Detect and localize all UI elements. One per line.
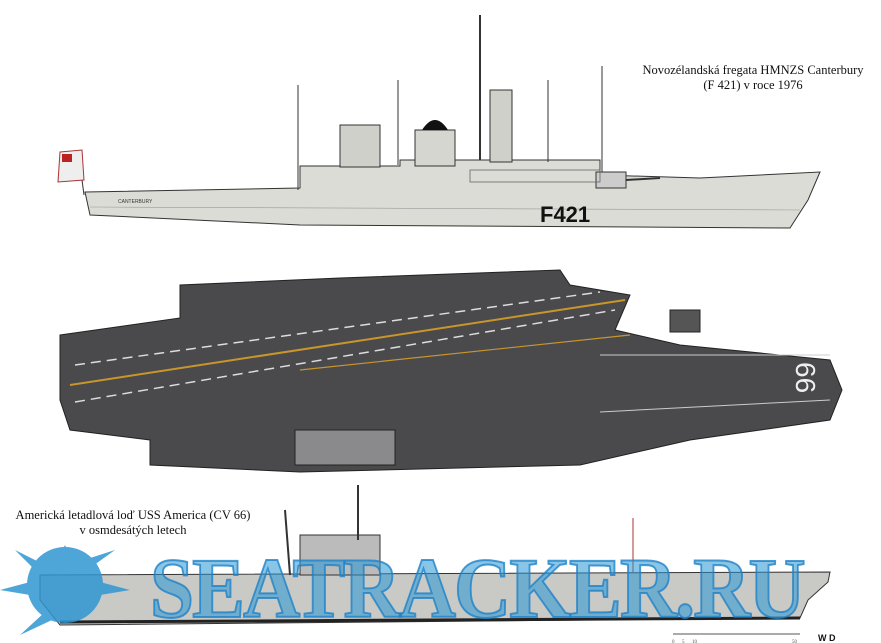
watermark-sun-logo	[0, 545, 130, 635]
carrier-caption-line1: Americká letadlová loď USS America (CV 6…	[15, 508, 251, 522]
carrier-caption: Americká letadlová loď USS America (CV 6…	[8, 508, 258, 538]
scale-label: 0	[672, 640, 675, 643]
scale-label: 5	[682, 640, 685, 643]
scale-bar: 0 5 10 50	[672, 633, 800, 643]
carrier-top-view	[59, 269, 843, 473]
frigate-caption: Novozélandská fregata HMNZS Canterbury (…	[628, 63, 878, 93]
frigate-profile	[57, 15, 821, 229]
frigate-hull-name: CANTERBURY	[118, 199, 153, 205]
scale-label: 10	[692, 640, 698, 643]
watermark-text: SEATRACKER.RU	[149, 540, 806, 636]
frigate-hull-number: F421	[540, 202, 590, 227]
carrier-deck-number: 66	[790, 362, 821, 393]
carrier-caption-line2: v osmdesátých letech	[79, 523, 187, 537]
artist-signature: W D	[818, 633, 836, 643]
carrier-profile	[39, 485, 831, 626]
frigate-caption-line2: (F 421) v roce 1976	[703, 78, 803, 92]
scale-label: 50	[792, 640, 798, 643]
frigate-caption-line1: Novozélandská fregata HMNZS Canterbury	[642, 63, 864, 77]
